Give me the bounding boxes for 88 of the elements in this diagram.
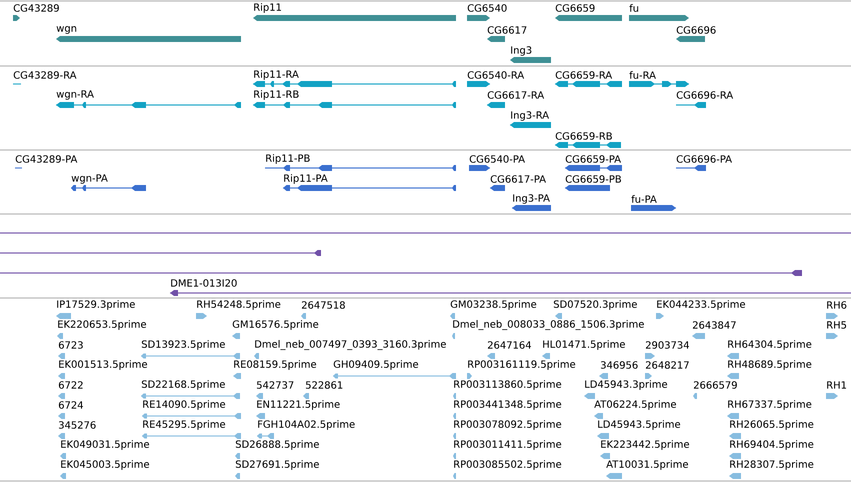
feature-label: Rip11-RA (254, 70, 299, 80)
feature-label: LD45943.3prime (585, 380, 668, 390)
feature-label: RH48689.5prime (728, 360, 812, 370)
feature-label: Dmel_neb_007497_0393_3160.3prime (255, 340, 446, 350)
feature-label: CG6659 (556, 4, 595, 12)
feature-label: 2666579 (694, 381, 737, 389)
feature-label: Dmel_neb_008033_0886_1506.3prime (453, 320, 644, 330)
feature-label: AT10031.5prime (606, 460, 688, 470)
feature-label: Ing3-PA (513, 194, 550, 204)
feature-label: RH67337.5prime (728, 400, 812, 410)
feature-label: wgn-RA (56, 90, 94, 100)
feature-label: 522861 (306, 381, 342, 389)
feature-label: CG6696-RA (676, 91, 734, 99)
feature-label: fu-RA (629, 71, 656, 79)
feature-label: CG6617 (488, 26, 526, 34)
feature-label: CG6540-RA (468, 71, 524, 79)
feature-label: RP003441348.5prime (454, 400, 562, 410)
feature-label: EK044233.5prime (657, 300, 746, 310)
feature-label: RP003113860.5prime (454, 380, 562, 390)
feature-label: Rip11-PB (266, 154, 310, 164)
feature-label: CG6659-PB (566, 175, 621, 183)
feature-label: EK045003.5prime (61, 460, 150, 470)
feature-label: 542737 (256, 381, 294, 389)
feature-label: 2647518 (302, 301, 345, 309)
feature-label: HL01471.5prime (543, 340, 625, 350)
feature-label: CG43289-RA (14, 71, 76, 79)
feature-label: RH28307.5prime (730, 460, 814, 470)
feature-label: Rip11 (254, 3, 281, 13)
feature-label: CG6617-PA (490, 175, 546, 183)
feature-label: GH09409.5prime (334, 360, 418, 370)
feature-label: 346956 (600, 361, 638, 369)
feature-label: 2647164 (488, 341, 531, 349)
feature-label: RP003078092.5prime (454, 420, 562, 430)
feature-label: 6723 (58, 341, 83, 349)
feature-label: FGH104A02.5prime (258, 420, 355, 430)
feature-label: SD07520.3prime (554, 300, 637, 310)
feature-label: RH26065.5prime (730, 420, 814, 430)
feature-label: RP003161119.5prime (468, 360, 576, 370)
feature-label: RH5 (827, 321, 846, 329)
feature-label: LD45943.5prime (598, 420, 680, 430)
feature-label: 345276 (58, 421, 96, 429)
feature-label: fu-PA (631, 195, 657, 203)
feature-label: SD26888.5prime (236, 440, 319, 450)
feature-label: RH54248.5prime (197, 300, 280, 310)
feature-label: wgn (56, 26, 76, 34)
feature-label: 2648217 (646, 361, 689, 369)
feature-label: CG6696-PA (676, 155, 732, 163)
feature-label: CG6540 (468, 4, 507, 12)
feature-label: fu (629, 4, 638, 12)
feature-label: SD22168.5prime (142, 380, 225, 390)
feature-label: CG43289-PA (16, 155, 78, 163)
feature-label: RP003085502.5prime (454, 460, 562, 470)
feature-label: 6722 (58, 381, 83, 389)
feature-label: 2903734 (646, 341, 689, 349)
feature-label: RE08159.5prime (234, 360, 316, 370)
feature-label: GM03238.5prime (450, 300, 536, 310)
feature-label: EN11221.5prime (257, 400, 340, 410)
feature-label: CG6659-RB (556, 132, 612, 140)
feature-label: EK001513.5prime (59, 360, 148, 370)
feature-label: EK049031.5prime (61, 440, 150, 450)
feature-label: CG43289 (14, 4, 59, 12)
feature-label: 6724 (58, 401, 83, 409)
feature-label: EK220653.5prime (58, 320, 146, 330)
feature-label: 2643847 (692, 321, 736, 329)
feature-label: RH6 (827, 301, 846, 309)
feature-label: Rip11-PA (284, 174, 328, 184)
feature-label: CG6659-PA (566, 155, 621, 163)
feature-label: RE45295.5prime (143, 420, 226, 430)
feature-label: Ing3 (511, 46, 532, 56)
feature-label: RP003011411.5prime (454, 440, 562, 450)
feature-label: EK223442.5prime (601, 440, 690, 450)
feature-label: AT06224.5prime (594, 400, 676, 410)
feature-label: RH69404.5prime (730, 440, 814, 450)
feature-label: RH1 (827, 381, 846, 389)
feature-label: SD27691.5prime (236, 460, 319, 470)
feature-label: Rip11-RB (254, 90, 299, 100)
feature-label: RH64304.5prime (728, 340, 812, 350)
feature-label: CG6617-RA (488, 91, 544, 99)
feature-label: SD13923.5prime (142, 340, 225, 350)
feature-label: GM16576.5prime (232, 320, 318, 330)
feature-label: CG6540-PA (470, 155, 525, 163)
feature-label: RE14090.5prime (143, 400, 226, 410)
feature-label: Ing3-RA (511, 111, 549, 121)
feature-label: CG6696 (676, 26, 716, 34)
feature-label: IP17529.3prime (57, 300, 135, 310)
feature-label: DME1-013I20 (171, 279, 237, 287)
feature-label: CG6659-RA (556, 71, 612, 79)
feature-label: wgn-PA (72, 174, 108, 184)
